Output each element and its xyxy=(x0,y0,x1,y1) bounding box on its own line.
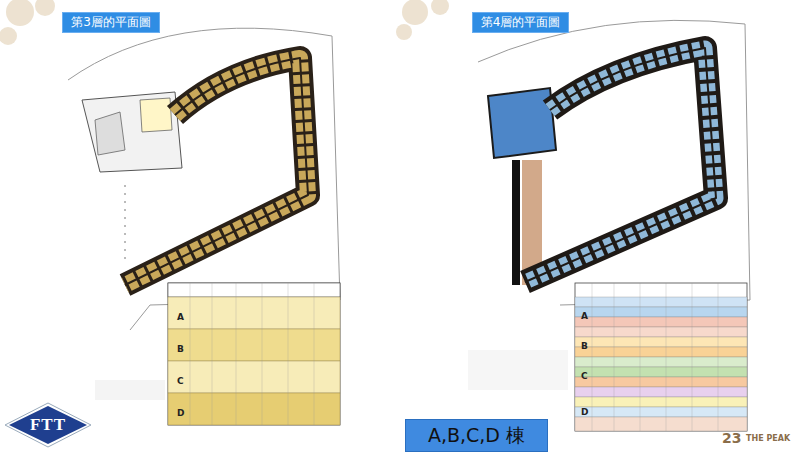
table-row-letter: A xyxy=(177,313,184,322)
logo-text: FTT xyxy=(30,415,66,435)
floor-plan-4 xyxy=(488,48,716,285)
site-boundary xyxy=(478,20,750,305)
table-row-letter: B xyxy=(581,342,588,351)
table-row-letter: A xyxy=(581,312,588,321)
title-text: 第4層的平面圖 xyxy=(481,14,561,31)
site-boundary xyxy=(68,28,340,330)
table-row-letter: C xyxy=(177,377,184,386)
page-number: 23 xyxy=(722,431,741,445)
floor-plan-3 xyxy=(82,58,308,285)
title-text: A,B,C,D 棟 xyxy=(428,423,525,449)
title-tag: 第4層的平面圖 xyxy=(472,12,569,33)
area-table xyxy=(168,283,340,425)
table-row-letter: C xyxy=(581,372,588,381)
logo-diamond: FTT xyxy=(4,402,92,448)
flower-decoration xyxy=(0,0,449,45)
table-row-letter: B xyxy=(177,345,184,354)
area-table xyxy=(575,283,747,431)
title-text: 第3層的平面圖 xyxy=(71,14,151,31)
table-row-letter: D xyxy=(581,408,588,417)
title-tag: 第3層的平面圖 xyxy=(62,12,160,33)
caption-tag: A,B,C,D 棟 xyxy=(405,419,548,452)
table-row-letter: D xyxy=(177,409,184,418)
brand-name: THE PEAK xyxy=(746,435,790,443)
